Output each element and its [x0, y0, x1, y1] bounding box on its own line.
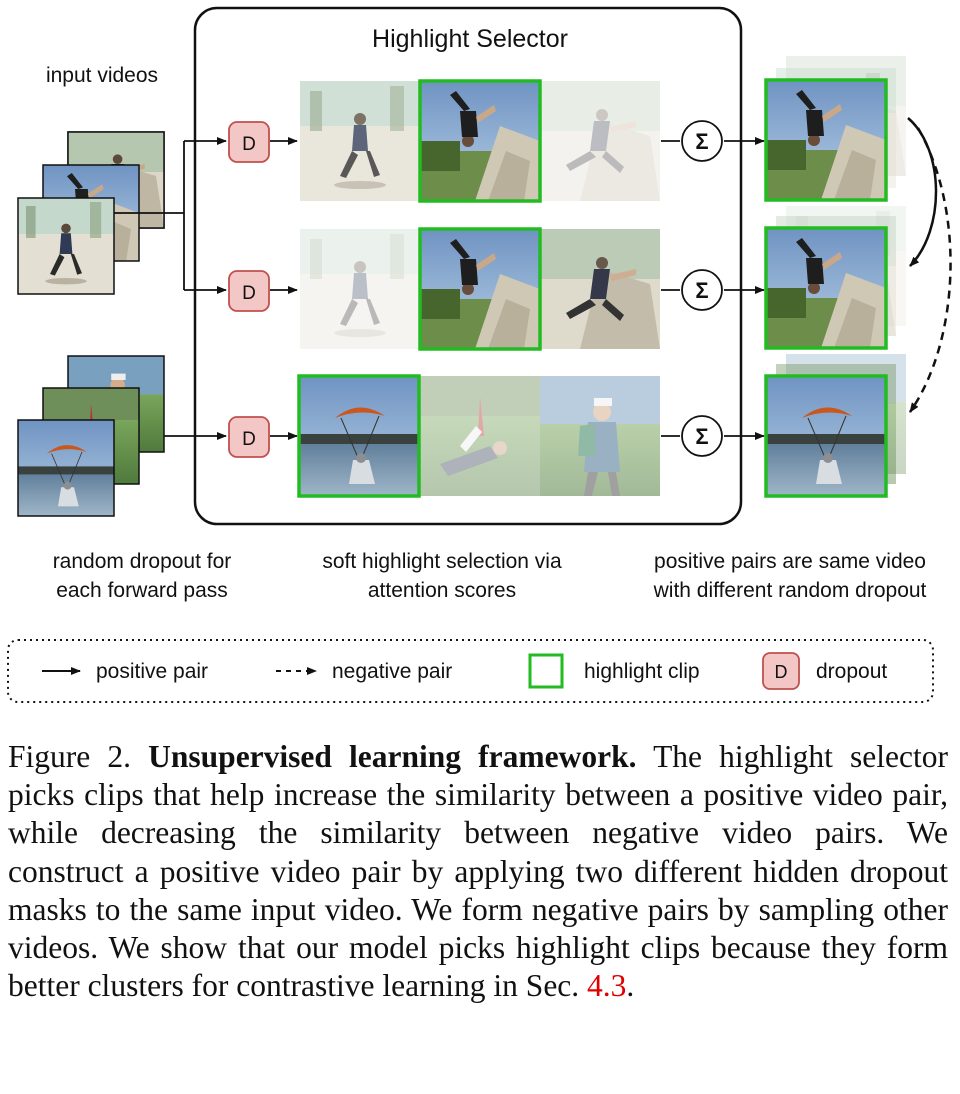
svg-text:negative pair: negative pair — [332, 660, 452, 683]
sum-node-1: Σ — [681, 120, 723, 162]
caption-end: . — [626, 968, 635, 1004]
input-video-stack-2 — [17, 355, 165, 517]
dropout-box-1: D — [228, 121, 270, 163]
highlight-clip-frame — [418, 79, 542, 203]
output-video-3 — [764, 354, 906, 498]
svg-text:dropout: dropout — [816, 660, 887, 683]
clip-row-2 — [300, 227, 660, 351]
svg-text:Σ: Σ — [695, 129, 708, 154]
section-ref-link[interactable]: 4.3 — [587, 968, 627, 1004]
caption-body: The highlight selector picks clips that … — [8, 739, 948, 1004]
negative-pair-arrow — [908, 127, 952, 413]
sum-node-2: Σ — [681, 269, 723, 311]
pairs-description-line2: with different random dropout — [653, 579, 927, 602]
svg-text:D: D — [775, 662, 788, 682]
legend-dropout: D dropout — [762, 652, 887, 690]
positive-pair-arrow — [907, 117, 938, 267]
svg-text:D: D — [242, 429, 256, 450]
svg-text:D: D — [242, 283, 256, 304]
input-video-stack-1 — [17, 131, 165, 295]
caption-title: Unsupervised learning framework. — [148, 739, 637, 774]
svg-text:Σ: Σ — [695, 424, 708, 449]
svg-text:Σ: Σ — [695, 278, 708, 303]
highlight-clip-frame — [418, 227, 542, 351]
framework-diagram: input videos Highlight Selector D D D — [7, 6, 952, 703]
dropout-description-line2: each forward pass — [56, 579, 228, 602]
figure-number: Figure 2. — [8, 739, 131, 774]
input-connectors — [114, 137, 765, 440]
dropout-box-2: D — [228, 270, 270, 312]
svg-text:positive pair: positive pair — [96, 660, 208, 683]
legend-highlight: highlight clip — [528, 653, 700, 689]
highlight-selector-title: Highlight Selector — [372, 25, 568, 53]
output-video-1 — [764, 56, 906, 202]
clip-row-3 — [297, 374, 660, 498]
legend-negative: negative pair — [276, 660, 452, 683]
legend-positive: positive pair — [42, 660, 208, 683]
figure-caption: Figure 2. Unsupervised learning framewor… — [8, 738, 948, 1005]
highlight-selector-box — [193, 6, 743, 526]
selection-description-line1: soft highlight selection via — [322, 550, 562, 573]
sum-node-3: Σ — [681, 415, 723, 457]
highlight-clip-frame — [297, 374, 421, 498]
pairs-description-line1: positive pairs are same video — [654, 550, 926, 573]
dropout-description-line1: random dropout for — [53, 550, 232, 573]
svg-text:D: D — [242, 134, 256, 155]
input-videos-label: input videos — [46, 64, 158, 87]
clip-row-1 — [300, 79, 660, 203]
dropout-box-3: D — [228, 416, 270, 458]
output-video-2 — [764, 206, 906, 350]
selection-description-line2: attention scores — [368, 579, 516, 602]
svg-text:highlight clip: highlight clip — [584, 660, 700, 683]
